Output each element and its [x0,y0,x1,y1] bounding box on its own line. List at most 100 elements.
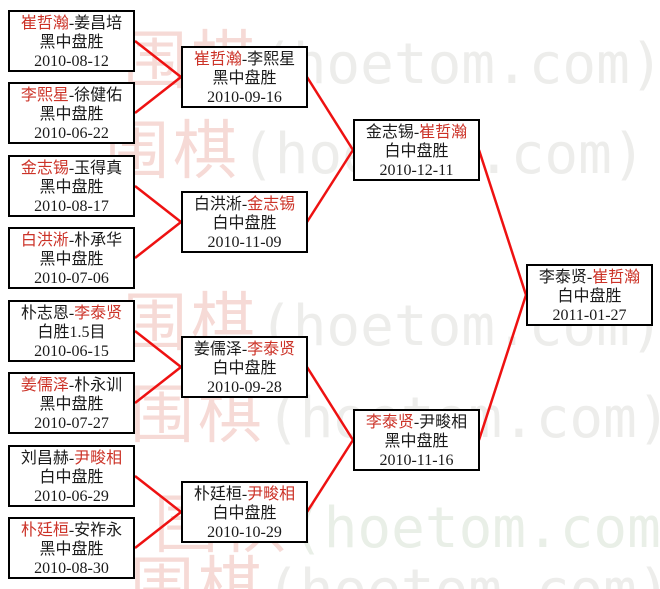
watermark-row: 围棋(hoetom.com) [123,30,660,94]
player2-name: 尹畯相 [74,450,123,467]
player-separator: - [241,341,248,358]
match-date: 2010-09-16 [207,89,282,106]
match-date: 2010-08-12 [34,53,109,70]
player-separator: - [68,377,75,394]
match-players: 刘昌赫-尹畯相 [10,449,133,468]
match-box[interactable]: 姜儒泽-李泰贤 白中盘胜 2010-09-28 [181,336,308,398]
player1-name: 白洪淅 [20,232,69,249]
match-result: 白中盘胜 [384,143,449,160]
match-box[interactable]: 崔哲瀚-姜昌培 黑中盘胜 2010-08-12 [8,10,135,72]
player-separator: - [68,87,75,104]
match-box[interactable]: 朴廷桓-尹畯相 白中盘胜 2010-10-29 [181,481,308,543]
player1-name: 姜儒泽 [193,341,242,358]
match-box[interactable]: 朴志恩-李泰贤 白胜1.5目 2010-06-15 [8,300,135,362]
connector-line [134,40,182,78]
match-box[interactable]: 李熙星-徐健佑 黑中盘胜 2010-06-22 [8,82,135,144]
match-date: 2010-06-29 [34,488,109,505]
match-players: 朴廷桓-尹畯相 [183,485,306,504]
match-result: 白中盘胜 [39,469,104,486]
match-box[interactable]: 朴廷桓-安祚永 黑中盘胜 2010-08-30 [8,517,135,579]
player1-name: 崔哲瀚 [193,51,242,68]
match-box[interactable]: 白洪淅-朴承华 黑中盘胜 2010-07-06 [8,227,135,289]
match-box[interactable]: 金志锡-玉得真 黑中盘胜 2010-08-17 [8,155,135,217]
match-date: 2010-08-30 [34,560,109,577]
match-players: 李泰贤-尹畯相 [355,413,478,432]
match-date: 2010-11-09 [207,234,282,251]
player1-name: 刘昌赫 [20,450,69,467]
match-box[interactable]: 刘昌赫-尹畯相 白中盘胜 2010-06-29 [8,445,135,507]
player-separator: - [413,414,420,431]
match-players: 崔哲瀚-李熙星 [183,50,306,69]
match-result: 黑中盘胜 [39,251,104,268]
match-box[interactable]: 崔哲瀚-李熙星 黑中盘胜 2010-09-16 [181,46,308,108]
match-players: 崔哲瀚-姜昌培 [10,14,133,33]
player2-name: 李熙星 [247,51,296,68]
player-separator: - [68,305,75,322]
player1-name: 李泰贤 [538,269,587,286]
connector-line [134,330,182,368]
player1-name: 李泰贤 [365,414,414,431]
match-date: 2011-01-27 [552,307,627,324]
match-players: 姜儒泽-朴永训 [10,376,133,395]
match-players: 李熙星-徐健佑 [10,86,133,105]
match-result: 白中盘胜 [212,505,277,522]
match-date: 2010-09-28 [207,379,282,396]
player2-name: 崔哲瀚 [592,269,641,286]
match-result: 白中盘胜 [212,360,277,377]
match-date: 2010-12-11 [379,162,454,179]
player-separator: - [68,450,75,467]
player-separator: - [586,269,593,286]
match-result: 黑中盘胜 [39,106,104,123]
player1-name: 崔哲瀚 [20,15,69,32]
match-result: 黑中盘胜 [39,541,104,558]
player-separator: - [68,15,75,32]
connector-line [477,149,528,296]
match-result: 黑中盘胜 [384,433,449,450]
connector-line [305,76,355,151]
match-date: 2010-07-06 [34,270,109,287]
match-players: 朴志恩-李泰贤 [10,304,133,323]
match-result: 黑中盘胜 [212,70,277,87]
player1-name: 金志锡 [20,160,69,177]
player2-name: 金志锡 [247,196,296,213]
connector-line [134,366,182,404]
player1-name: 朴廷桓 [20,522,69,539]
player1-name: 朴志恩 [20,305,69,322]
player1-name: 朴廷桓 [193,486,242,503]
watermark-url-text: (hoetom.com) [290,496,660,561]
player-separator: - [68,232,75,249]
connector-line [134,185,182,223]
match-date: 2010-08-17 [34,198,109,215]
player2-name: 尹畯相 [419,414,468,431]
match-box[interactable]: 李泰贤-崔哲瀚 白中盘胜 2011-01-27 [526,264,653,326]
connector-line [134,511,182,549]
match-players: 朴廷桓-安祚永 [10,521,133,540]
match-result: 黑中盘胜 [39,34,104,51]
match-box[interactable]: 姜儒泽-朴永训 黑中盘胜 2010-07-27 [8,372,135,434]
player2-name: 安祚永 [74,522,123,539]
match-result: 白中盘胜 [557,288,622,305]
connector-line [305,439,355,513]
player2-name: 李泰贤 [247,341,296,358]
player-separator: - [68,160,75,177]
match-date: 2010-11-16 [379,452,454,469]
player-separator: - [241,486,248,503]
watermark-row: 围棋(hoetom.com) [130,556,660,589]
match-date: 2010-06-22 [34,125,109,142]
watermark-cjk-text: 围棋 [130,551,266,589]
player2-name: 李泰贤 [74,305,123,322]
connector-line [134,221,182,259]
match-date: 2010-06-15 [34,343,109,360]
player2-name: 徐健佑 [74,87,123,104]
player1-name: 白洪淅 [193,196,242,213]
match-date: 2010-10-29 [207,524,282,541]
match-box[interactable]: 金志锡-崔哲瀚 白中盘胜 2010-12-11 [353,119,480,181]
match-box[interactable]: 李泰贤-尹畯相 黑中盘胜 2010-11-16 [353,409,480,471]
player2-name: 朴永训 [74,377,123,394]
watermark-url-text: (hoetom.com) [266,558,660,589]
match-players: 姜儒泽-李泰贤 [183,340,306,359]
player1-name: 李熙星 [20,87,69,104]
match-box[interactable]: 白洪淅-金志锡 白中盘胜 2010-11-09 [181,191,308,253]
